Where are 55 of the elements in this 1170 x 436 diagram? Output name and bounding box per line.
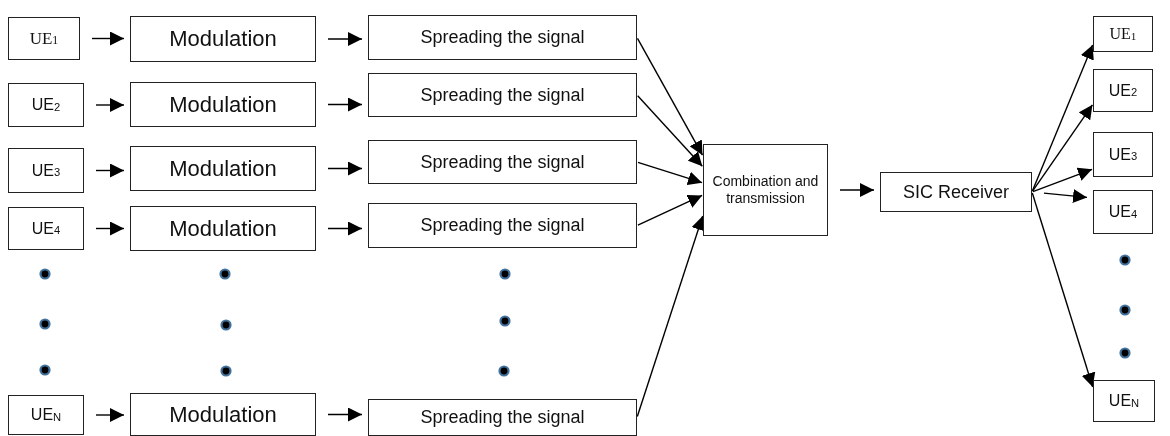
arrow	[636, 37, 704, 156]
arrow	[95, 221, 125, 236]
arrow	[636, 95, 704, 167]
arrow	[1043, 189, 1088, 203]
step-label: Spreading the signal	[420, 26, 585, 49]
step-label: Modulation	[169, 25, 277, 53]
ue-box	[1093, 132, 1153, 177]
arrow	[637, 194, 703, 226]
process-box	[130, 146, 316, 191]
arrow	[1031, 44, 1094, 192]
process-box	[130, 16, 316, 62]
step-label: Combination and transmission	[711, 172, 820, 208]
step-label: Modulation	[169, 214, 277, 243]
arrow	[1031, 104, 1094, 192]
arrow	[327, 407, 363, 422]
ue-box	[1093, 69, 1153, 112]
process-box	[368, 399, 637, 436]
step-label: Spreading the signal	[420, 83, 585, 107]
process-box	[703, 144, 828, 236]
arrow	[327, 97, 363, 112]
ue-box	[8, 207, 84, 250]
arrow	[327, 221, 363, 236]
process-box	[130, 82, 316, 127]
ue-box	[8, 148, 84, 193]
step-label: Spreading the signal	[420, 150, 585, 174]
ue-box	[8, 83, 84, 127]
step-label: Modulation	[169, 154, 277, 183]
process-box	[368, 73, 637, 117]
arrow	[91, 31, 125, 46]
step-label: Spreading the signal	[420, 406, 585, 429]
arrow	[327, 161, 363, 176]
process-box	[368, 140, 637, 184]
arrow	[1032, 167, 1093, 193]
step-label: SIC Receiver	[903, 180, 1009, 204]
ue-box	[8, 17, 80, 60]
arrow	[327, 32, 363, 46]
arrow	[1031, 192, 1096, 388]
arrow	[839, 183, 875, 197]
ue-box	[8, 395, 84, 435]
process-box	[130, 206, 316, 251]
ue-box	[1093, 16, 1153, 52]
step-label: Modulation	[169, 400, 277, 429]
arrow	[95, 408, 125, 422]
step-label: Modulation	[169, 90, 277, 119]
arrow	[636, 215, 705, 418]
ue-box	[1093, 190, 1153, 234]
process-box	[368, 203, 637, 248]
arrow	[637, 161, 703, 186]
arrow	[95, 163, 125, 178]
arrow	[95, 98, 125, 112]
ue-box	[1093, 380, 1155, 422]
process-box	[368, 15, 637, 60]
step-label: Spreading the signal	[420, 214, 585, 237]
process-box	[130, 393, 316, 436]
process-box	[880, 172, 1032, 212]
